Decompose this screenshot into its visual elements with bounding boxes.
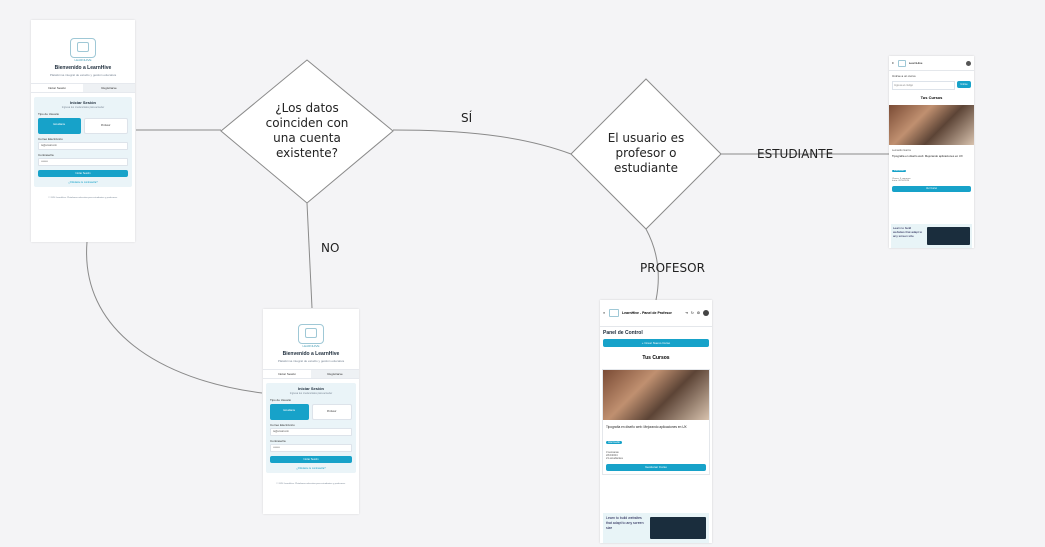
forgot-password-link[interactable]: ¿Olvidaste tu contraseña? [296,467,326,470]
decision2-text: El usuario es profesor o estudiante [607,131,685,175]
edge-retry-loop [86,241,263,394]
course-start-date: 2/10/2024 [606,453,618,457]
panel-title: Panel de Control [603,330,643,336]
welcome-title: Bienvenido a LearnHive [282,351,340,357]
welcome-subtitle: Plataforma integral de estudio y gestión… [49,73,117,77]
laptop-image [650,517,706,539]
role-student-button[interactable]: Estudiante [270,404,309,420]
welcome-subtitle: Plataforma integral de estudio y gestión… [277,359,345,363]
promo-banner: Learn to build websites that adapt to an… [603,513,709,543]
login-card: Iniciar Sesión Ingresa tus credenciales … [266,383,356,473]
edge-label-yes: SÍ [461,111,473,125]
course-card: Tipografía en diseño web: Mejorando apli… [602,369,710,475]
card-subtitle: Ingresa tus credenciales para acceder [289,392,333,395]
user-type-label: Tipo de Usuario [270,398,292,402]
user-avatar-icon[interactable] [703,310,709,316]
student-count: 21 estudiantes [606,456,623,460]
promo-text: Learn to build websites that adapt to an… [893,226,923,238]
brand-name: LearnHive [908,61,923,65]
view-course-button[interactable]: Ver Curso [892,186,971,192]
login-submit-button[interactable]: Iniciar Sesión [270,456,352,463]
edge-label-student: ESTUDIANTE [757,147,834,161]
role-professor-button[interactable]: Profesor [83,118,128,134]
tab-login[interactable]: Iniciar Sesión [263,370,311,378]
menu-icon[interactable]: ≡ [603,311,606,315]
login-card: Iniciar Sesión Ingresa tus credenciales … [34,97,132,187]
course-name: Tipografía en diseño web: Mejorando apli… [606,425,687,429]
logo-text: LEARNHIVE [74,58,92,62]
logo-text: LEARNHIVE [302,344,320,348]
email-input[interactable]: tu@email.com [270,428,352,436]
card-title: Iniciar Sesión [69,100,96,105]
role-student-button[interactable]: Estudiante [38,118,81,134]
refresh-icon[interactable]: ↻ [690,311,694,315]
learnhive-logo-icon [70,38,96,58]
laptop-image [927,227,970,245]
password-input[interactable]: •••••••• [270,444,352,452]
tab-register[interactable]: Registrarse [83,84,135,92]
login-submit-button[interactable]: Iniciar Sesión [38,170,128,177]
email-label: Correo Electrónico [270,423,295,427]
join-course-button[interactable]: Unirse [957,81,971,88]
professor-dashboard: ≡ LearnHive - Panel de Profesor ⇥ ↻ ⚙ Pa… [600,300,712,543]
logout-icon[interactable]: ⇥ [684,311,688,315]
user-type-label: Tipo de Usuario [38,112,60,116]
email-label: Correo Electrónico [38,137,63,141]
course-duration: Clases: 3 semanas [892,178,911,180]
course-start-date: Inicio: 02/10/2024 [892,180,910,182]
learnhive-logo-icon [897,59,906,67]
edge-yes [392,129,572,155]
learnhive-logo-icon [609,309,620,317]
email-input[interactable]: tu@email.com [38,142,128,150]
password-label: Contraseña [38,153,54,157]
courses-title: Tus Cursos [642,355,670,361]
tab-register[interactable]: Registrarse [311,370,359,378]
password-label: Contraseña [270,439,286,443]
courses-title: Tus Cursos [920,95,943,100]
card-subtitle: Ingresa tus credenciales para acceder [61,106,105,109]
card-title: Iniciar Sesión [297,386,324,391]
edge-label-no: NO [321,241,340,255]
course-duration: 3 semanas [606,450,619,454]
tab-login[interactable]: Iniciar Sesión [31,84,83,92]
student-dashboard: ≡ LearnHive Unirse a un curso Ingresa el… [889,56,974,248]
decision1-text: ¿Los datos coinciden con una cuenta exis… [265,101,349,160]
footer-text: © 2024 LearnHive. Plataforma educativa p… [276,483,346,485]
edge-label-professor: PROFESOR [640,261,705,275]
join-course-label: Unirse a un curso [892,74,916,78]
login-screen-2: LEARNHIVE Bienvenido a LearnHive Platafo… [263,309,359,514]
teacher-name: Leonardo García [892,149,911,152]
login-screen-1: LEARNHIVE Bienvenido a LearnHive Platafo… [31,20,135,242]
course-code-input[interactable]: Ingresa el código [892,81,955,90]
role-professor-button[interactable]: Profesor [311,404,352,420]
edge-professor [645,228,659,301]
manage-course-button[interactable]: Gestionar Curso [606,463,706,471]
course-image [603,370,709,420]
level-badge: Intermedio [892,170,907,172]
learnhive-logo-icon [298,324,324,344]
edge-no [306,202,313,309]
menu-icon[interactable]: ≡ [892,61,894,65]
promo-text: Learn to build websites that adapt to an… [606,516,644,530]
brand-name: LearnHive - Panel de Profesor [622,311,672,315]
promo-banner: Learn to build websites that adapt to an… [891,224,972,248]
user-avatar-icon[interactable] [966,60,971,66]
welcome-title: Bienvenido a LearnHive [54,65,112,71]
settings-icon[interactable]: ⚙ [696,311,700,315]
level-badge: Intermedio [606,440,622,444]
create-course-button[interactable]: + Crear Nuevo Curso [603,339,709,347]
forgot-password-link[interactable]: ¿Olvidaste tu contraseña? [68,181,98,184]
course-name: Tipografía en diseño web: Mejorando apli… [892,154,963,158]
course-image [889,105,974,145]
password-input[interactable]: •••••••• [38,158,128,166]
footer-text: © 2024 LearnHive. Plataforma educativa p… [48,197,118,199]
